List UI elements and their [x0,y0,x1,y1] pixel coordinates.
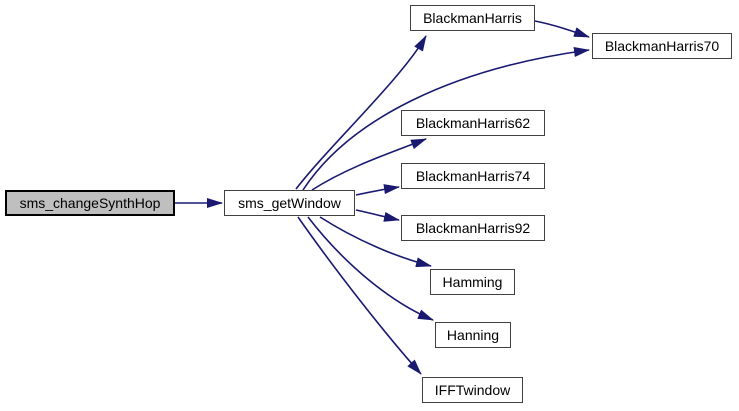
edge-sms_getWindow-to-BlackmanHarris [295,35,427,190]
node-IFFTwindow[interactable]: IFFTwindow [422,377,523,403]
node-BlackmanHarris74[interactable]: BlackmanHarris74 [401,163,545,189]
edge-sms_getWindow-to-BlackmanHarris70 [302,47,590,191]
node-sms_changeSynthHop: sms_changeSynthHop [5,190,175,216]
node-Hamming[interactable]: Hamming [430,269,515,295]
edge-BlackmanHarris-to-BlackmanHarris70 [534,20,590,38]
edge-sms_getWindow-to-IFFTwindow [297,216,422,375]
node-Hanning[interactable]: Hanning [435,322,511,348]
edge-sms_getWindow-to-BlackmanHarris92 [355,209,400,222]
node-BlackmanHarris[interactable]: BlackmanHarris [410,5,535,31]
node-BlackmanHarris70[interactable]: BlackmanHarris70 [592,33,732,59]
edge-sms_getWindow-to-Hamming [319,216,432,268]
node-BlackmanHarris92[interactable]: BlackmanHarris92 [401,215,545,241]
edge-sms_getWindow-to-BlackmanHarris74 [355,184,400,196]
edge-sms_getWindow-to-Hanning [307,216,434,321]
node-sms_getWindow[interactable]: sms_getWindow [224,190,355,216]
node-BlackmanHarris62[interactable]: BlackmanHarris62 [401,110,545,136]
edge-sms_getWindow-to-BlackmanHarris62 [311,138,427,191]
